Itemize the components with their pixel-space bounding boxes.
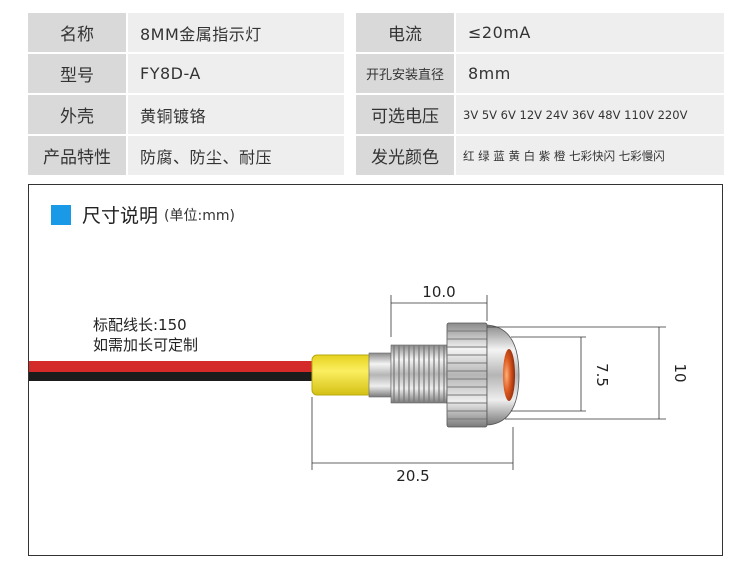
spec-value-shell: 黄铜镀铬 [128,95,344,134]
spec-value-hole-diameter: 8mm [456,54,724,93]
wire-icon [29,361,319,381]
spec-label-hole-diameter: 开孔安装直径 [356,54,454,93]
dimension-unit-note: (单位:mm) [164,207,235,224]
wire-note-line1: 标配线长:150 [93,316,187,334]
title-square-icon [51,204,71,225]
dim-lens-diameter: 7.5 [593,363,611,387]
wire-black [29,372,319,381]
indicator-drawing: 10.0 7.5 10 20.5 [29,283,689,485]
threaded-body-icon [390,344,448,404]
spec-label-model: 型号 [28,54,126,93]
spec-value-model: FY8D-A [128,54,344,93]
spec-label-shell: 外壳 [28,95,126,134]
spec-value-name: 8MM金属指示灯 [128,13,344,52]
spec-label-voltage: 可选电压 [356,95,454,134]
dim-total-length: 20.5 [396,467,429,485]
spec-value-features: 防腐、防尘、耐压 [128,136,344,175]
rear-shank-icon [368,352,392,398]
spec-label-light-color: 发光颜色 [356,136,454,175]
spec-label-name: 名称 [28,13,126,52]
dim-head-length: 10.0 [422,283,455,301]
dim-bezel-diameter: 10 [671,363,689,382]
spec-table: 名称 8MM金属指示灯 电流 ≤20mA 型号 FY8D-A 开孔安装直径 8m… [28,13,724,175]
knurled-nut-icon [446,322,488,428]
spec-value-voltage: 3V 5V 6V 12V 24V 36V 48V 110V 220V [456,95,724,134]
dimension-panel: 尺寸说明 (单位:mm) 标配线长:150 如需加长可定制 [28,184,723,556]
dimension-title-text: 尺寸说明 [82,205,159,227]
dimension-lines [311,295,666,470]
lens-icon [503,349,515,401]
spec-value-light-color: 红 绿 蓝 黄 白 紫 橙 七彩快闪 七彩慢闪 [456,136,724,175]
dimension-title: 尺寸说明 (单位:mm) [51,201,235,228]
wire-note-line2: 如需加长可定制 [93,336,199,354]
spec-value-current: ≤20mA [456,13,724,52]
spec-label-features: 产品特性 [28,136,126,175]
wire-length-note: 标配线长:150 如需加长可定制 [93,315,198,355]
wire-red [29,361,319,372]
spec-label-current: 电流 [356,13,454,52]
